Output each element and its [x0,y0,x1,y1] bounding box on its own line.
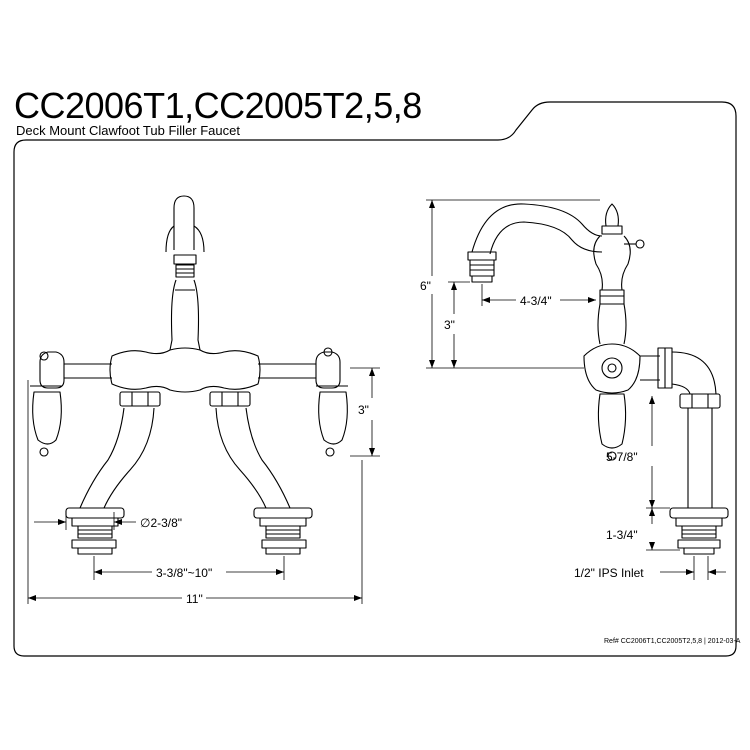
dim-shank-length: 1-3/4" [606,528,638,542]
dim-total-height: 6" [420,279,431,293]
dim-spout-height: 3" [444,318,455,332]
page-title: CC2006T1,CC2005T2,5,8 [14,85,422,126]
dim-leg-length: 5-7/8" [606,450,638,464]
frame-border [13,101,737,657]
dim-flange-diameter: ∅2-3/8" [140,516,182,530]
side-view-dimensions [426,199,726,580]
side-view-faucet [467,203,729,555]
page-subtitle: Deck Mount Clawfoot Tub Filler Faucet [16,123,240,138]
dim-inlet: 1/2" IPS Inlet [574,566,644,580]
dim-spout-reach: 4-3/4" [520,294,552,308]
front-view-arrows [28,368,375,601]
dim-center-spread: 3-3/8"~10" [156,566,212,580]
reference-number: Ref# CC2006T1,CC2005T2,5,8 | 2012-03-A [604,638,741,645]
dim-overall-width: 11" [186,592,203,606]
front-view-faucet [30,195,348,555]
front-view-dimensions [27,367,380,604]
side-view-arrows [429,200,716,575]
dim-handle-height: 3" [358,403,369,417]
